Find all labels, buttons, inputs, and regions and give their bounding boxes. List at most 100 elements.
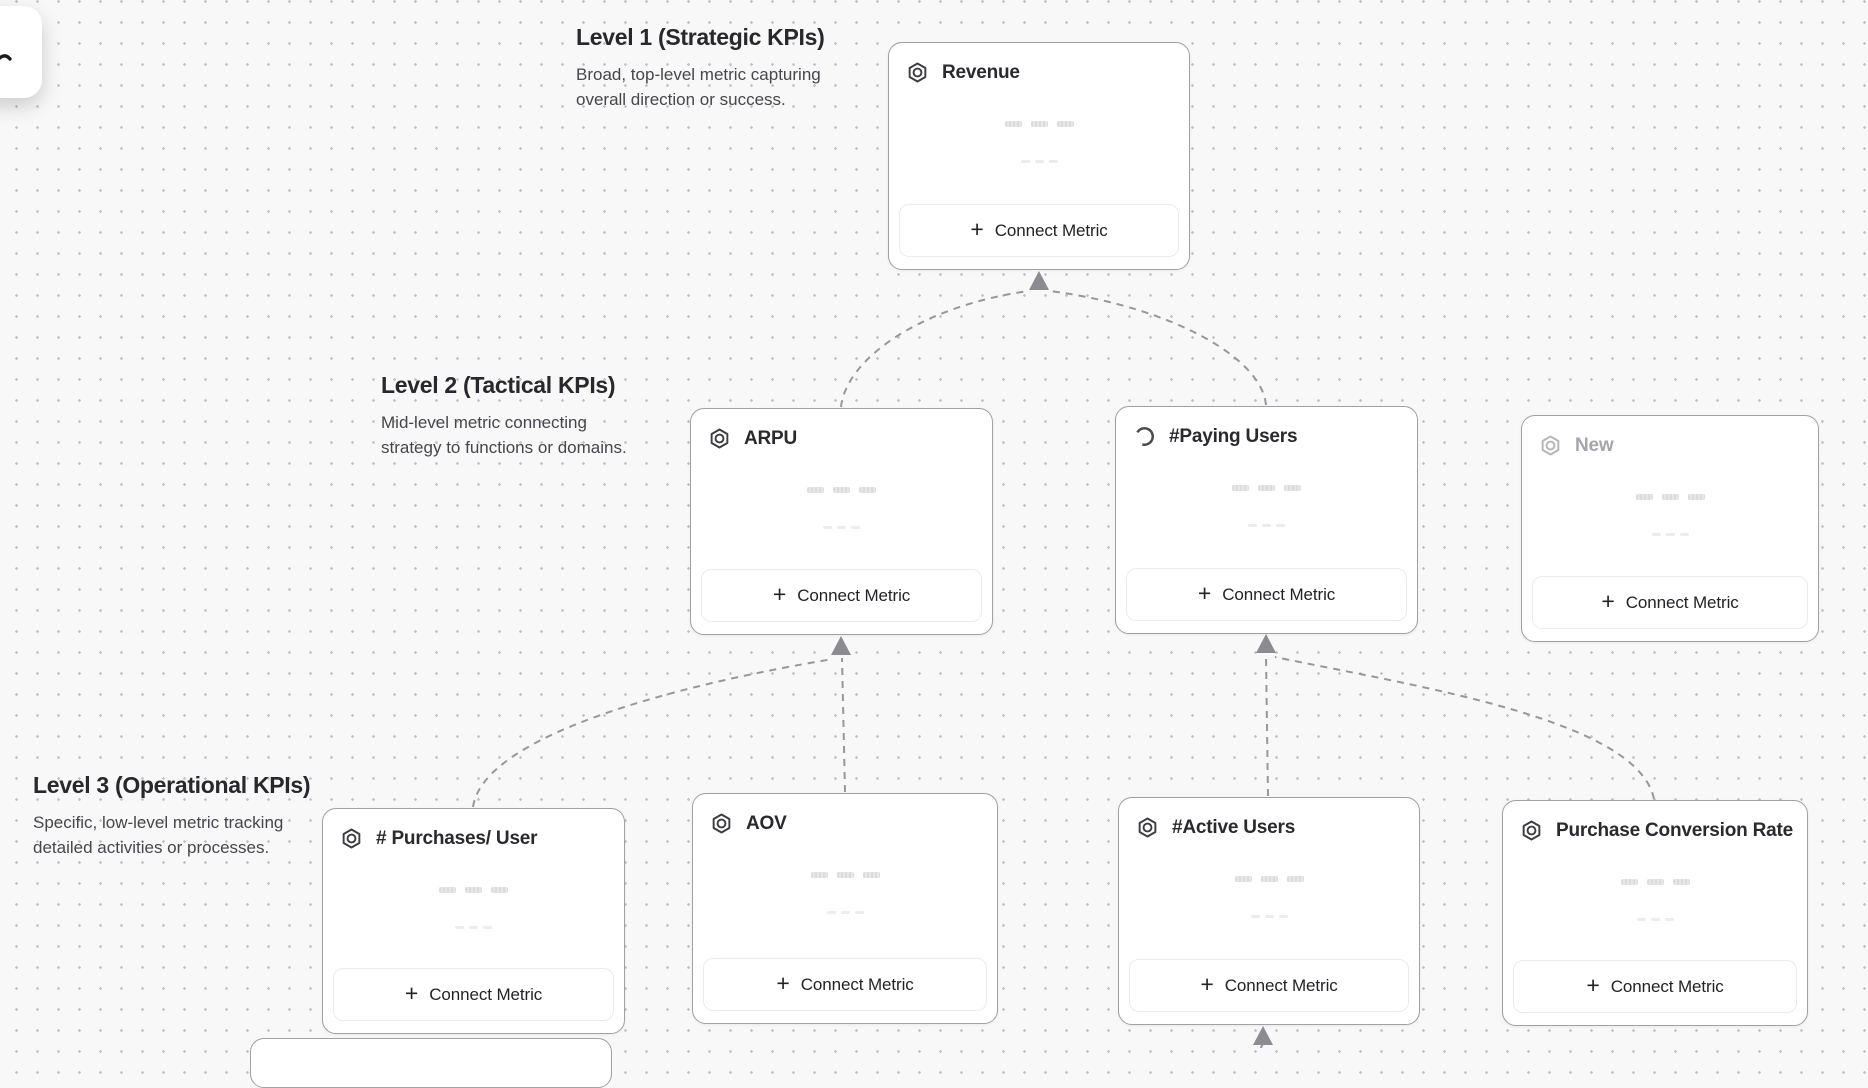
skeleton-dash	[823, 526, 832, 529]
skeleton-row	[1116, 524, 1417, 527]
skeleton-bar	[1687, 494, 1705, 500]
level-2-description: Mid-level metric connecting strategy to …	[381, 413, 627, 457]
card-title: AOV	[746, 812, 787, 834]
skeleton-dash	[1048, 160, 1058, 163]
skeleton-dash	[854, 911, 864, 914]
loading-spinner-icon	[1135, 427, 1154, 446]
hexagon-metric-icon	[1541, 435, 1560, 456]
plus-icon: +	[404, 980, 419, 1006]
metric-card-new[interactable]: New + Connect Metric	[1521, 415, 1819, 642]
floating-panel-partial[interactable]	[0, 6, 42, 98]
plus-icon: +	[1601, 588, 1615, 614]
metric-card-revenue[interactable]: Revenue + Connect Metric	[888, 42, 1190, 270]
skeleton-bar	[1646, 879, 1664, 885]
connect-metric-label: Connect Metric	[1610, 976, 1724, 996]
level-2-heading-block: Level 2 (Tactical KPIs) Mid-level metric…	[381, 372, 627, 460]
skeleton-bar	[1232, 485, 1249, 491]
metric-card-arpu[interactable]: ARPU + Connect Metric	[690, 408, 993, 635]
skeleton-bar	[1056, 121, 1074, 127]
skeleton-dash	[1679, 533, 1689, 536]
card-header: ARPU	[691, 409, 992, 450]
connect-metric-label: Connect Metric	[994, 220, 1108, 240]
skeleton-dash	[1650, 918, 1660, 921]
level-1-heading-block: Level 1 (Strategic KPIs) Broad, top-leve…	[576, 24, 848, 112]
skeleton-bar	[465, 887, 482, 893]
skeleton-dash	[1651, 533, 1661, 536]
card-header: Revenue	[889, 43, 1189, 84]
connect-metric-button[interactable]: + Connect Metric	[1513, 960, 1797, 1013]
skeleton-bar	[439, 887, 456, 893]
metric-card-partial-bottom[interactable]	[250, 1038, 612, 1088]
card-title: #Active Users	[1172, 816, 1296, 838]
skeleton-dash	[1664, 918, 1674, 921]
level-1-description: Broad, top-level metric capturing overal…	[576, 65, 821, 109]
skeleton-row	[1503, 879, 1807, 885]
skeleton-dash	[1665, 533, 1675, 536]
hexagon-metric-icon	[710, 428, 729, 449]
skeleton-row	[1119, 876, 1419, 882]
skeleton-bar	[810, 872, 828, 878]
level-1-title: Level 1 (Strategic KPIs)	[576, 24, 825, 50]
connect-metric-button[interactable]: + Connect Metric	[703, 958, 987, 1011]
hexagon-metric-icon	[908, 62, 927, 83]
skeleton-bar	[1661, 494, 1679, 500]
connect-metric-label: Connect Metric	[1222, 584, 1336, 604]
card-title: #Paying Users	[1169, 425, 1298, 447]
metric-card-aov[interactable]: AOV + Connect Metric	[692, 793, 998, 1024]
connect-metric-button[interactable]: + Connect Metric	[899, 204, 1179, 257]
skeleton-row	[1116, 485, 1417, 491]
skeleton-row	[1522, 533, 1818, 536]
skeleton-dash	[837, 526, 846, 529]
connect-metric-button[interactable]: + Connect Metric	[1532, 576, 1808, 629]
hexagon-metric-icon	[342, 828, 361, 849]
skeleton-row	[889, 160, 1189, 163]
hexagon-metric-icon	[712, 813, 731, 834]
plus-icon: +	[776, 970, 790, 996]
skeleton-bar	[833, 487, 850, 493]
hexagon-metric-icon	[1138, 817, 1157, 838]
skeleton-row	[1522, 494, 1818, 500]
level-3-heading-block: Level 3 (Operational KPIs) Specific, low…	[33, 772, 311, 860]
skeleton-dash	[455, 926, 464, 929]
connect-metric-button[interactable]: + Connect Metric	[701, 569, 982, 622]
skeleton-bar	[1004, 121, 1022, 127]
plus-icon: +	[772, 581, 787, 607]
metric-card-purchases-per-user[interactable]: # Purchases/ User + Connect Metric	[322, 808, 625, 1034]
skeleton-dash	[851, 526, 860, 529]
card-header: AOV	[693, 794, 997, 835]
card-header: New	[1522, 416, 1818, 457]
skeleton-row	[693, 872, 997, 878]
connect-metric-label: Connect Metric	[800, 974, 914, 994]
skeleton-bar	[1672, 879, 1690, 885]
connect-metric-button[interactable]: + Connect Metric	[333, 968, 614, 1021]
card-header: #Active Users	[1119, 798, 1419, 839]
skeleton-dash	[840, 911, 850, 914]
arrowhead-into-active	[1253, 1026, 1273, 1045]
connector-pcr-to-paying	[1274, 656, 1655, 800]
skeleton-dash	[1276, 524, 1285, 527]
connector-active-to-paying	[1265, 655, 1269, 797]
connect-metric-button[interactable]: + Connect Metric	[1126, 568, 1407, 621]
connect-metric-label: Connect Metric	[797, 585, 911, 605]
skeleton-row	[693, 911, 997, 914]
hexagon-metric-icon	[1522, 820, 1541, 841]
skeleton-row	[691, 487, 992, 493]
skeleton-dash	[1278, 915, 1288, 918]
skeleton-dash	[1034, 160, 1044, 163]
connect-metric-button[interactable]: + Connect Metric	[1129, 959, 1409, 1012]
connector-purchases-to-arpu	[472, 658, 834, 808]
skeleton-bar	[836, 872, 854, 878]
skeleton-dash	[469, 926, 478, 929]
skeleton-dash	[1020, 160, 1030, 163]
connector-aov-to-arpu	[841, 657, 846, 793]
connect-metric-label: Connect Metric	[1224, 975, 1338, 995]
plus-icon: +	[1586, 972, 1600, 998]
skeleton-row	[323, 926, 624, 929]
metric-card-paying-users[interactable]: #Paying Users + Connect Metric	[1115, 406, 1418, 634]
card-header: Purchase Conversion Rate	[1503, 801, 1807, 842]
skeleton-row	[1503, 918, 1807, 921]
skeleton-dash	[1262, 524, 1271, 527]
metric-card-purchase-conversion-rate[interactable]: Purchase Conversion Rate + Connect Metri…	[1502, 800, 1808, 1026]
metric-card-active-users[interactable]: #Active Users + Connect Metric	[1118, 797, 1420, 1025]
skeleton-dash	[1250, 915, 1260, 918]
